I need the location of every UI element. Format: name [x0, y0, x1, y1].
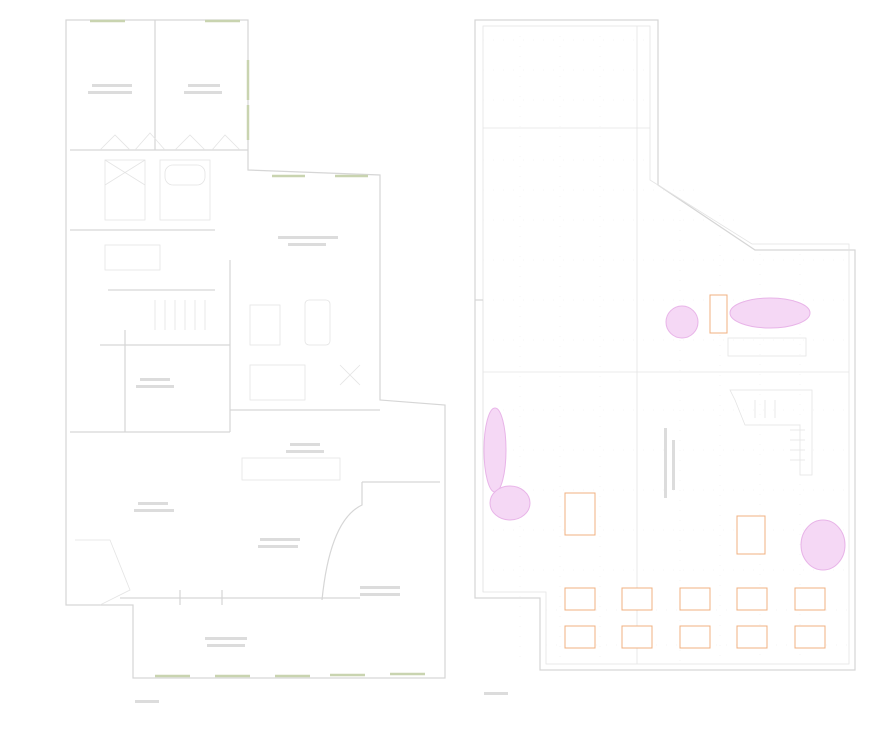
furniture — [564, 294, 826, 649]
lounge-chair — [564, 625, 596, 649]
planters — [483, 297, 846, 571]
lounge-chair — [621, 625, 653, 649]
roof-terrace-plan — [474, 19, 856, 695]
windows — [90, 19, 425, 678]
planter — [729, 297, 811, 329]
lounge-chair — [794, 587, 826, 611]
room-labels-illegible — [88, 84, 400, 703]
lounge-chair — [736, 625, 768, 649]
lounge-chair — [736, 587, 768, 611]
lounge-chair — [679, 587, 711, 611]
planter — [483, 407, 507, 493]
lounge-chair — [679, 625, 711, 649]
lower-floor-plan — [65, 19, 446, 703]
table — [564, 492, 596, 536]
planter — [665, 305, 699, 339]
planter — [489, 485, 531, 521]
planter — [800, 519, 846, 571]
lounge-chair — [794, 625, 826, 649]
lounge-chair — [621, 587, 653, 611]
table — [709, 294, 728, 334]
lounge-chair — [564, 587, 596, 611]
terrace-label-illegible — [484, 428, 675, 695]
table — [736, 515, 766, 555]
